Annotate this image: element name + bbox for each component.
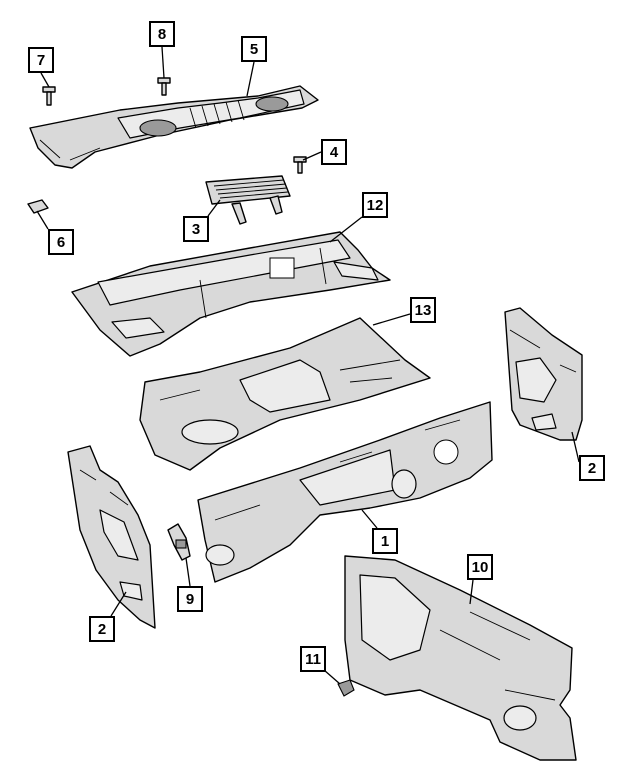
cowl-top-panel [29, 85, 319, 169]
bolt-7 [42, 86, 56, 106]
dash-panel-13 [139, 317, 431, 471]
dash-panel-1 [197, 401, 493, 583]
fastener-11 [337, 679, 355, 697]
callout-6: 6 [48, 229, 74, 255]
side-cowl-panel-left [67, 445, 156, 629]
screw-8 [157, 77, 171, 96]
callout-4: 4 [321, 139, 347, 165]
callout-3: 3 [183, 216, 209, 242]
callout-2-right: 2 [579, 455, 605, 481]
callout-8: 8 [149, 21, 175, 47]
cowl-panel-12 [71, 231, 391, 357]
callout-12: 12 [362, 192, 388, 218]
callout-7: 7 [28, 47, 54, 73]
screw-4 [293, 156, 307, 174]
callout-2-left: 2 [89, 616, 115, 642]
leader-lines [36, 46, 580, 685]
callout-9: 9 [177, 586, 203, 612]
clip-6 [27, 199, 49, 214]
grille-screen-3 [205, 175, 291, 225]
callout-13: 13 [410, 297, 436, 323]
callout-11: 11 [300, 646, 326, 672]
side-cowl-panel-right [504, 307, 583, 441]
callout-10: 10 [467, 554, 493, 580]
dash-insulator-10 [344, 555, 577, 761]
callout-1: 1 [372, 528, 398, 554]
bracket-9 [167, 523, 191, 561]
callout-5: 5 [241, 36, 267, 62]
